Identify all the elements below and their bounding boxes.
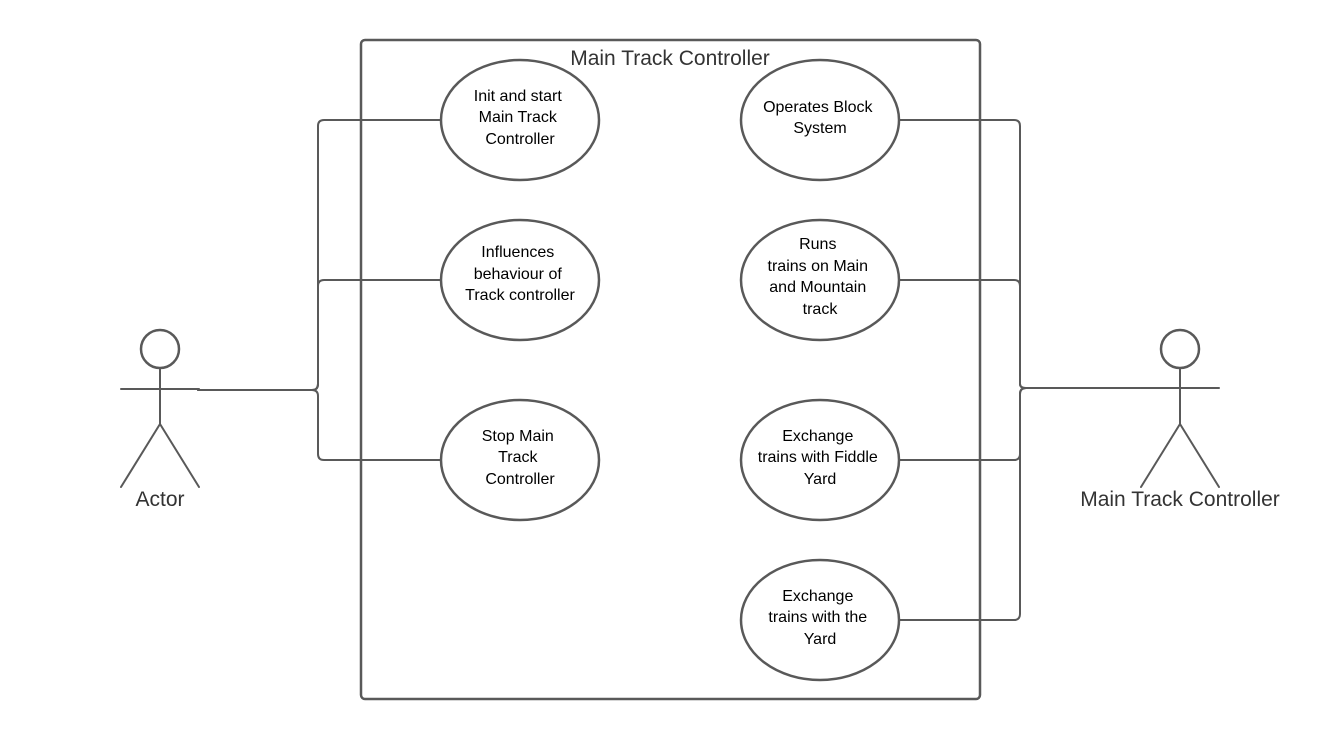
usecase-exchange-yard-line-2: trains with the: [768, 609, 867, 626]
usecase-runs-trains-line-4: track: [803, 301, 839, 318]
usecase-exchange-yard-line-1: Exchange: [782, 588, 853, 605]
usecase-runs-trains-line-1: Runs: [799, 236, 836, 253]
usecase-operates-block-text: Operates Block System: [763, 99, 877, 137]
actor-right: Main Track Controller: [1080, 328, 1280, 511]
usecase-runs-trains-text: Runs trains on Main and Mountain track: [768, 236, 873, 318]
usecase-exchange-yard-text: Exchange trains with the Yard: [768, 588, 871, 648]
actor-right-leg-left: [1140, 423, 1181, 488]
usecase-operates-block-ellipse: [739, 58, 901, 182]
usecase-init-start-line-2: Main Track: [479, 109, 558, 126]
usecase-influences-text: Influences behaviour of Track controller: [465, 244, 575, 304]
usecase-exchange-fiddle: Exchange trains with Fiddle Yard: [739, 398, 901, 522]
usecase-init-start-ellipse: [439, 58, 601, 182]
usecase-init-start-text: Init and start Main Track Controller: [474, 88, 567, 148]
usecase-init-start-line-3: Controller: [485, 131, 555, 148]
usecase-exchange-fiddle-ellipse: [739, 398, 901, 522]
usecase-exchange-yard: Exchange trains with the Yard: [739, 558, 901, 682]
usecase-influences-line-1: Influences: [481, 244, 554, 261]
usecase-influences-ellipse: [439, 218, 601, 342]
usecase-init-start-line-1: Init and start: [474, 88, 563, 105]
actor-left-leg-right: [159, 423, 200, 488]
usecase-runs-trains: Runs trains on Main and Mountain track: [739, 218, 901, 342]
system-boundary: [359, 38, 982, 701]
actor-left-label: Actor: [135, 488, 184, 511]
usecase-exchange-fiddle-line-3: Yard: [804, 471, 837, 488]
actor-right-head: [1159, 328, 1201, 370]
usecase-stop-text: Stop Main Track Controller: [482, 428, 559, 488]
usecase-influences-line-3: Track controller: [465, 287, 575, 304]
usecase-runs-trains-line-3: and Mountain: [769, 279, 866, 296]
usecase-stop-ellipse: [439, 398, 601, 522]
usecase-exchange-fiddle-line-1: Exchange: [782, 428, 853, 445]
actor-left-leg-left: [120, 423, 161, 488]
actor-right-label: Main Track Controller: [1080, 488, 1280, 511]
usecase-exchange-fiddle-text: Exchange trains with Fiddle Yard: [758, 428, 883, 488]
left-connectors: [197, 119, 441, 461]
usecase-init-start: Init and start Main Track Controller: [439, 58, 601, 182]
usecase-operates-block: Operates Block System: [739, 58, 901, 182]
usecase-exchange-yard-line-3: Yard: [804, 631, 837, 648]
connector-actor-stop: [197, 389, 441, 461]
usecase-stop-line-3: Controller: [485, 471, 555, 488]
usecase-stop-line-1: Stop Main: [482, 428, 554, 445]
usecase-runs-trains-ellipse: [739, 218, 901, 342]
usecase-stop: Stop Main Track Controller: [439, 398, 601, 522]
connector-exchange-yard-controller: [899, 387, 1141, 621]
actor-right-leg-right: [1179, 423, 1220, 488]
usecase-operates-block-line-2: System: [793, 120, 846, 137]
usecase-exchange-yard-ellipse: [739, 558, 901, 682]
usecase-runs-trains-line-2: trains on Main: [768, 258, 869, 275]
system-title: Main Track Controller: [570, 47, 770, 70]
right-connectors: [899, 119, 1141, 621]
actor-left: Actor: [120, 328, 200, 511]
usecase-exchange-fiddle-line-2: trains with Fiddle: [758, 449, 878, 466]
usecase-influences-line-2: behaviour of: [474, 266, 563, 283]
usecase-operates-block-line-1: Operates Block: [763, 99, 873, 116]
usecase-stop-line-2: Track: [498, 449, 538, 466]
usecase-influences: Influences behaviour of Track controller: [439, 218, 601, 342]
actor-left-head: [139, 328, 181, 370]
